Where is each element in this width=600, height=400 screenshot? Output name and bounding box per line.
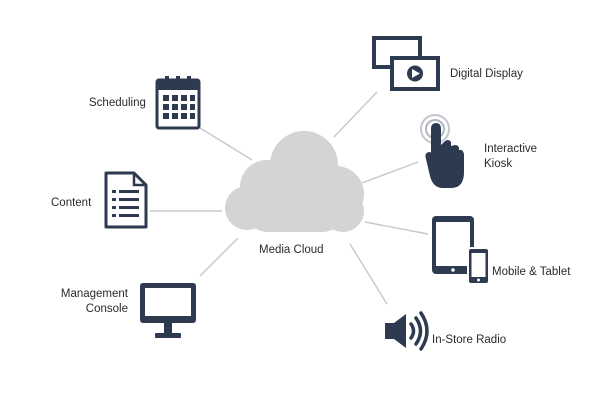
digital-display-label: Digital Display	[450, 68, 523, 80]
cloud-icon	[225, 131, 364, 232]
management-label-line2: Console	[85, 303, 128, 315]
calendar-icon	[155, 76, 201, 130]
management-label: Management Console	[40, 287, 128, 317]
content-label: Content	[51, 197, 92, 209]
center-label: Media Cloud	[259, 244, 324, 256]
kiosk-label: Interactive Kiosk	[484, 142, 537, 172]
display-screens-icon	[372, 36, 440, 91]
connector-digital-display	[333, 91, 378, 138]
connector-radio	[349, 243, 388, 305]
touch-hand-icon	[420, 114, 464, 188]
speaker-icon	[385, 311, 429, 351]
connector-management	[199, 237, 239, 277]
connector-kiosk	[361, 161, 419, 184]
tablet-phone-icon	[432, 216, 490, 285]
scheduling-label: Scheduling	[89, 97, 146, 109]
connector-scheduling	[199, 127, 253, 161]
document-icon	[104, 171, 148, 229]
monitor-icon	[140, 283, 196, 338]
mobile-label: Mobile & Tablet	[492, 266, 571, 278]
kiosk-label-line2: Kiosk	[484, 158, 513, 170]
radio-label: In-Store Radio	[432, 334, 507, 346]
kiosk-label-line1: Interactive	[484, 143, 538, 155]
management-label-line1: Management	[60, 288, 128, 300]
connector-mobile	[364, 221, 429, 235]
